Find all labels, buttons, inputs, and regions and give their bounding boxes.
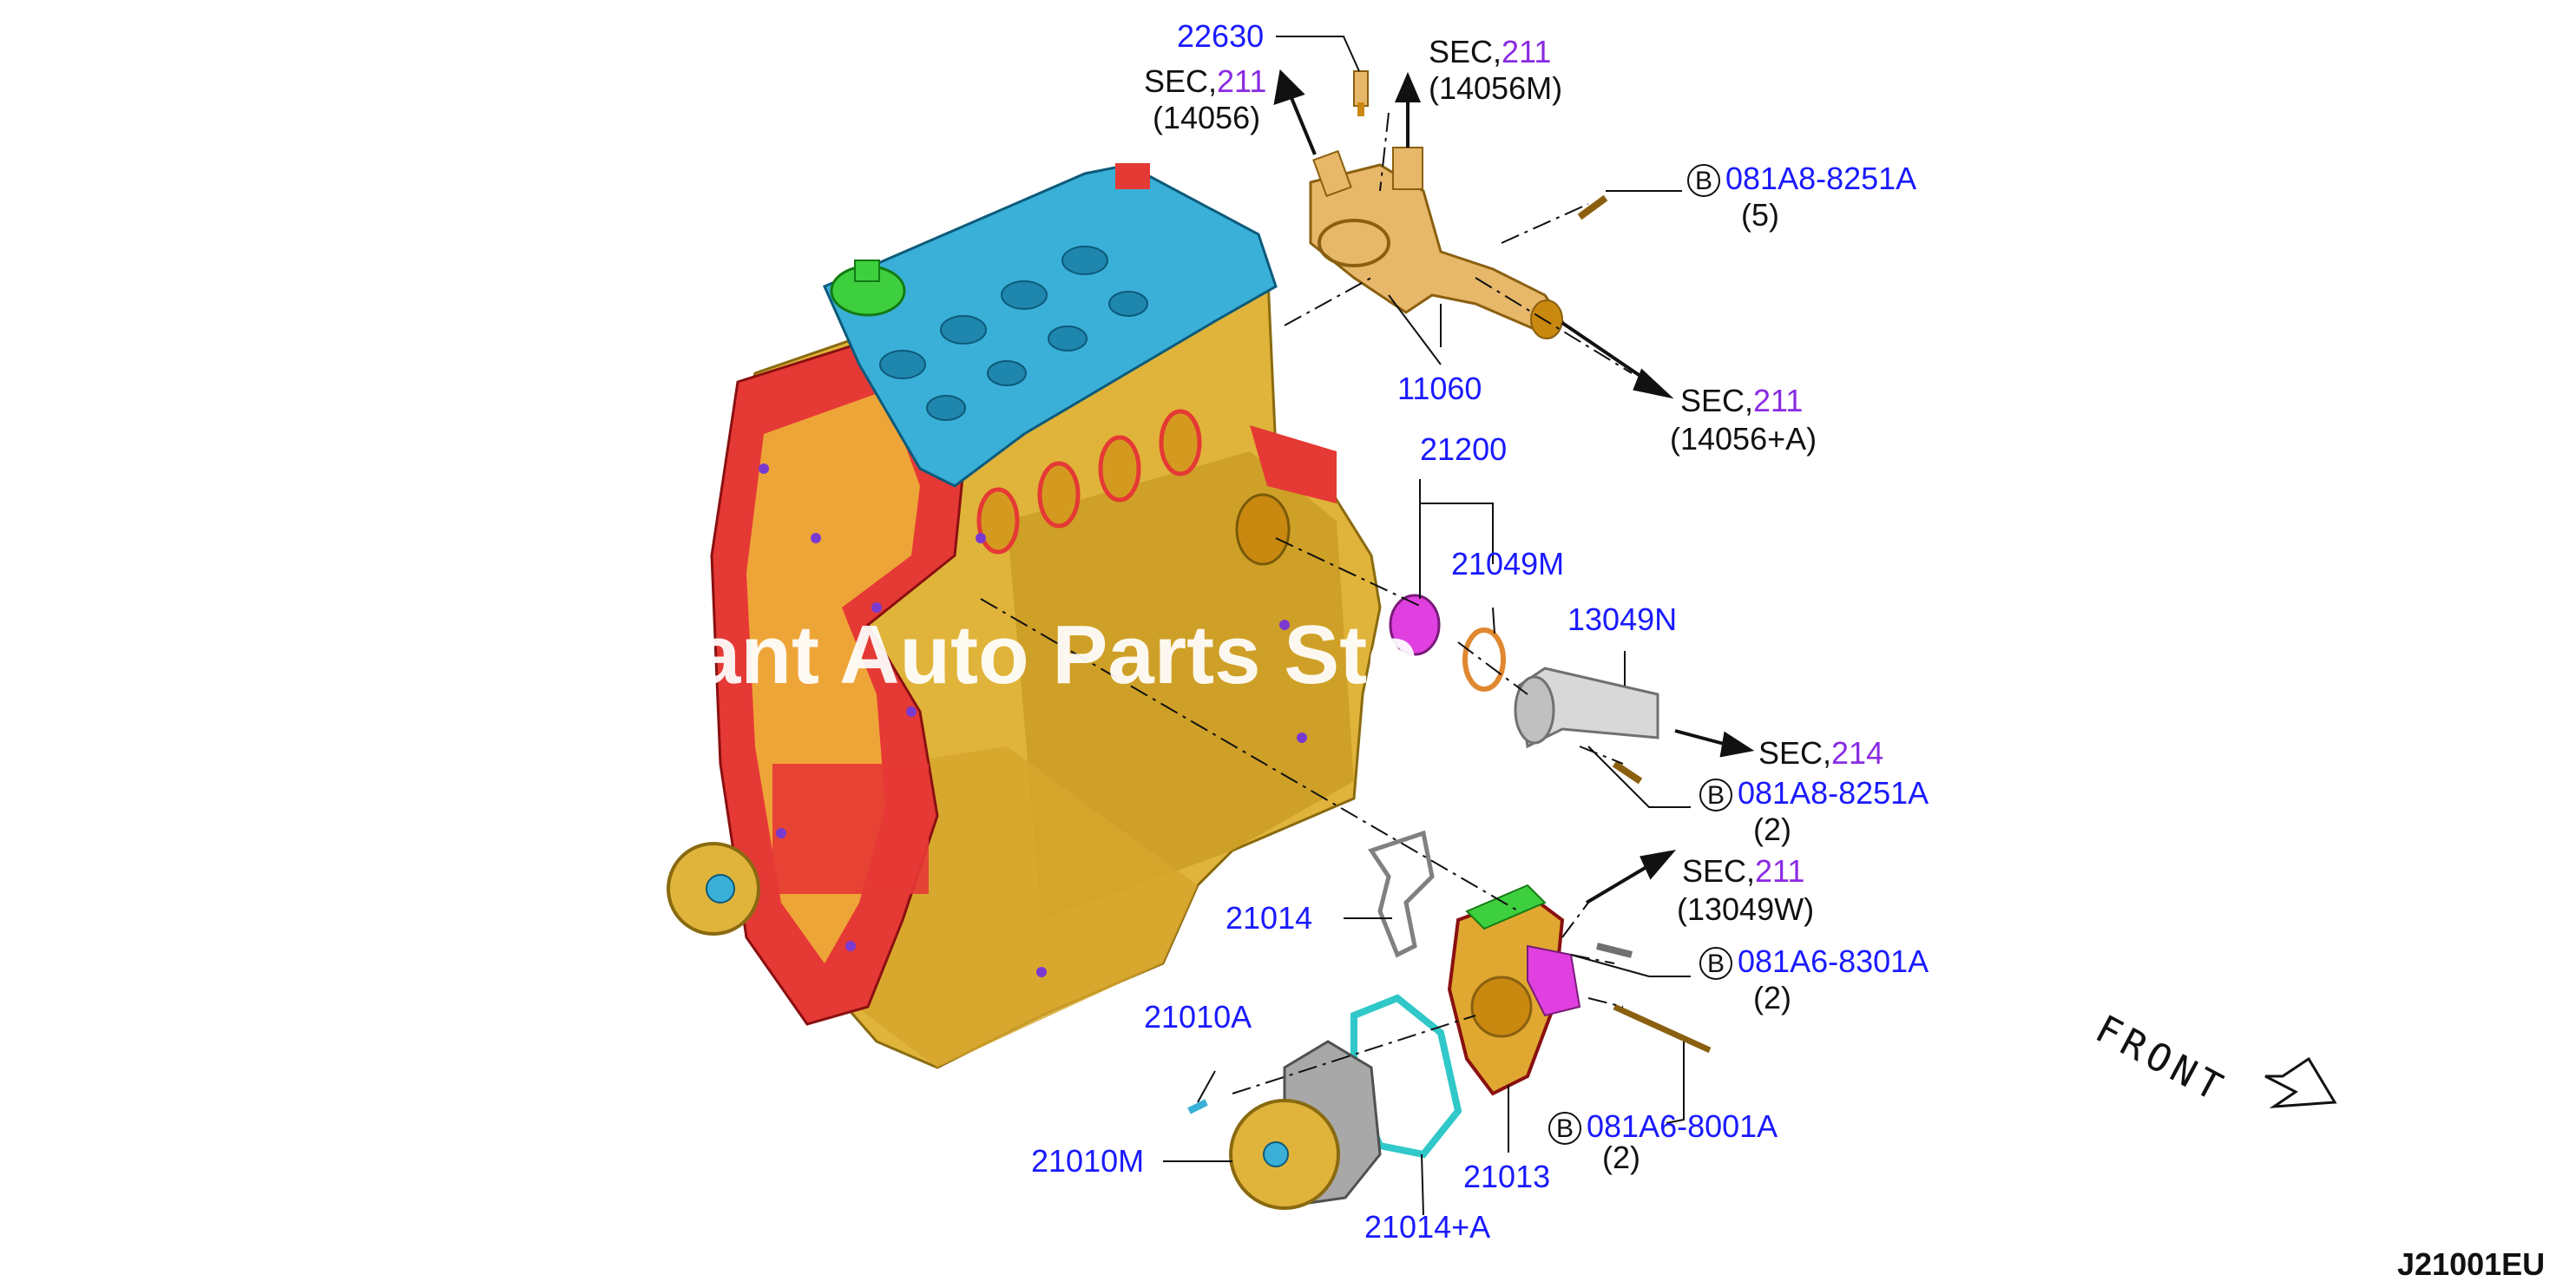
leader-lines bbox=[1163, 36, 1691, 1216]
part-label-11060[interactable]: 11060 bbox=[1397, 371, 1482, 406]
thermostat-housing-assembly bbox=[1309, 70, 1608, 339]
b-marker-icon: B bbox=[1548, 1112, 1581, 1146]
sec-number[interactable]: 211 bbox=[1755, 853, 1805, 889]
water-pump-assembly bbox=[1187, 830, 1712, 1210]
thermostat-gasket bbox=[1462, 628, 1506, 692]
section-ref-5-code: (13049W) bbox=[1677, 891, 1815, 927]
pump-housing-green bbox=[1465, 884, 1547, 930]
sec-prefix: SEC, bbox=[1682, 853, 1756, 889]
housing-gasket-ring bbox=[1318, 219, 1390, 267]
thermostat-inlet-assembly bbox=[1389, 594, 1659, 785]
part-label-21200[interactable]: 21200 bbox=[1420, 431, 1508, 467]
section-ref-2[interactable]: SEC,211 bbox=[1429, 35, 1551, 69]
b-marker-icon: B bbox=[1699, 779, 1732, 812]
bolt-part-number[interactable]: 081A8-8251A bbox=[1725, 161, 1917, 196]
outlet-pipe-end bbox=[1530, 299, 1563, 339]
oil-cap-tab bbox=[854, 260, 880, 282]
water-inlet-flange bbox=[1514, 675, 1555, 745]
part-label-21010a[interactable]: 21010A bbox=[1144, 999, 1252, 1035]
part-label-21013[interactable]: 21013 bbox=[1463, 1159, 1551, 1194]
section-ref-1-code: (14056) bbox=[1153, 100, 1261, 135]
part-label-13049n[interactable]: 13049N bbox=[1567, 601, 1678, 637]
water-inlet-pipe bbox=[1517, 667, 1659, 749]
thermostat-opening bbox=[1235, 493, 1291, 566]
sec-prefix: SEC, bbox=[1429, 34, 1502, 69]
section-ref-2-code: (14056M) bbox=[1429, 70, 1563, 106]
sec-prefix: SEC, bbox=[1680, 383, 1754, 418]
inlet-bolt bbox=[1612, 760, 1643, 785]
engine-assembly bbox=[667, 163, 1382, 1069]
center-lines bbox=[980, 112, 1633, 1094]
sec-number[interactable]: 211 bbox=[1217, 63, 1267, 99]
sec-number[interactable]: 211 bbox=[1502, 34, 1552, 69]
sec-prefix: SEC, bbox=[1144, 63, 1218, 99]
cam-sensor-boss bbox=[1115, 163, 1150, 189]
bolt-part-number[interactable]: 081A6-8301A bbox=[1738, 943, 1929, 979]
intake-port-row bbox=[976, 409, 1202, 555]
watermark-text: ant Auto Parts Sto bbox=[694, 608, 1418, 701]
section-ref-1[interactable]: SEC,211 bbox=[1144, 64, 1266, 99]
pump-housing-magenta bbox=[1527, 944, 1581, 1017]
pump-bolt-short bbox=[1596, 943, 1633, 958]
temp-sensor-tip bbox=[1357, 102, 1364, 116]
section-ref-3-code: (14056+A) bbox=[1670, 421, 1817, 457]
bolt-qty-1: (5) bbox=[1741, 197, 1779, 233]
crank-pulley-hub bbox=[706, 874, 735, 904]
b-marker-icon: B bbox=[1699, 947, 1732, 981]
diagram-id: J21001EU bbox=[2397, 1246, 2546, 1282]
outlet-pipe-top-left bbox=[1312, 149, 1352, 198]
thermostat bbox=[1389, 594, 1441, 656]
b-marker-icon: B bbox=[1687, 164, 1720, 198]
section-ref-5[interactable]: SEC,211 bbox=[1682, 854, 1804, 889]
bolt-qty-2: (2) bbox=[1753, 812, 1791, 847]
section-ref-3[interactable]: SEC,211 bbox=[1680, 384, 1803, 418]
valve-cover-ports bbox=[879, 246, 1148, 421]
part-label-22630[interactable]: 22630 bbox=[1177, 18, 1265, 54]
sec-number[interactable]: 211 bbox=[1753, 383, 1804, 418]
part-label-21014[interactable]: 21014 bbox=[1226, 900, 1313, 936]
section-ref-4[interactable]: SEC,214 bbox=[1758, 736, 1883, 771]
bolt-part-number[interactable]: 081A6-8001A bbox=[1587, 1108, 1778, 1144]
pump-bolt-long bbox=[1613, 1003, 1712, 1054]
part-label-21049m[interactable]: 21049M bbox=[1451, 546, 1565, 582]
water-outlet-housing bbox=[1309, 163, 1565, 332]
sump-red-panel bbox=[772, 764, 929, 894]
engine-block-side-shade bbox=[1007, 451, 1354, 920]
part-label-21010m[interactable]: 21010M bbox=[1031, 1143, 1145, 1179]
engine-bolt-dots bbox=[759, 463, 1307, 977]
housing-bolt bbox=[1577, 194, 1608, 220]
bolt-part-number[interactable]: 081A8-8251A bbox=[1738, 775, 1929, 811]
outlet-pipe-top bbox=[1392, 147, 1423, 190]
bolt-qty-4: (2) bbox=[1602, 1140, 1640, 1175]
part-label-21014-a[interactable]: 21014+A bbox=[1364, 1209, 1491, 1245]
bracket bbox=[1368, 830, 1435, 958]
sec-number[interactable]: 214 bbox=[1831, 735, 1884, 771]
engine-mount-flange bbox=[1250, 425, 1337, 503]
bolt-qty-3: (2) bbox=[1753, 980, 1791, 1015]
pump-bolt-small bbox=[1187, 1099, 1208, 1114]
pump-housing-bore bbox=[1470, 976, 1533, 1038]
section-arrows bbox=[1273, 69, 2337, 1108]
sec-prefix: SEC, bbox=[1758, 735, 1832, 771]
water-pump-pulley-hub bbox=[1263, 1141, 1289, 1167]
front-arrow bbox=[2264, 1056, 2337, 1108]
temp-sensor-body bbox=[1353, 70, 1369, 107]
